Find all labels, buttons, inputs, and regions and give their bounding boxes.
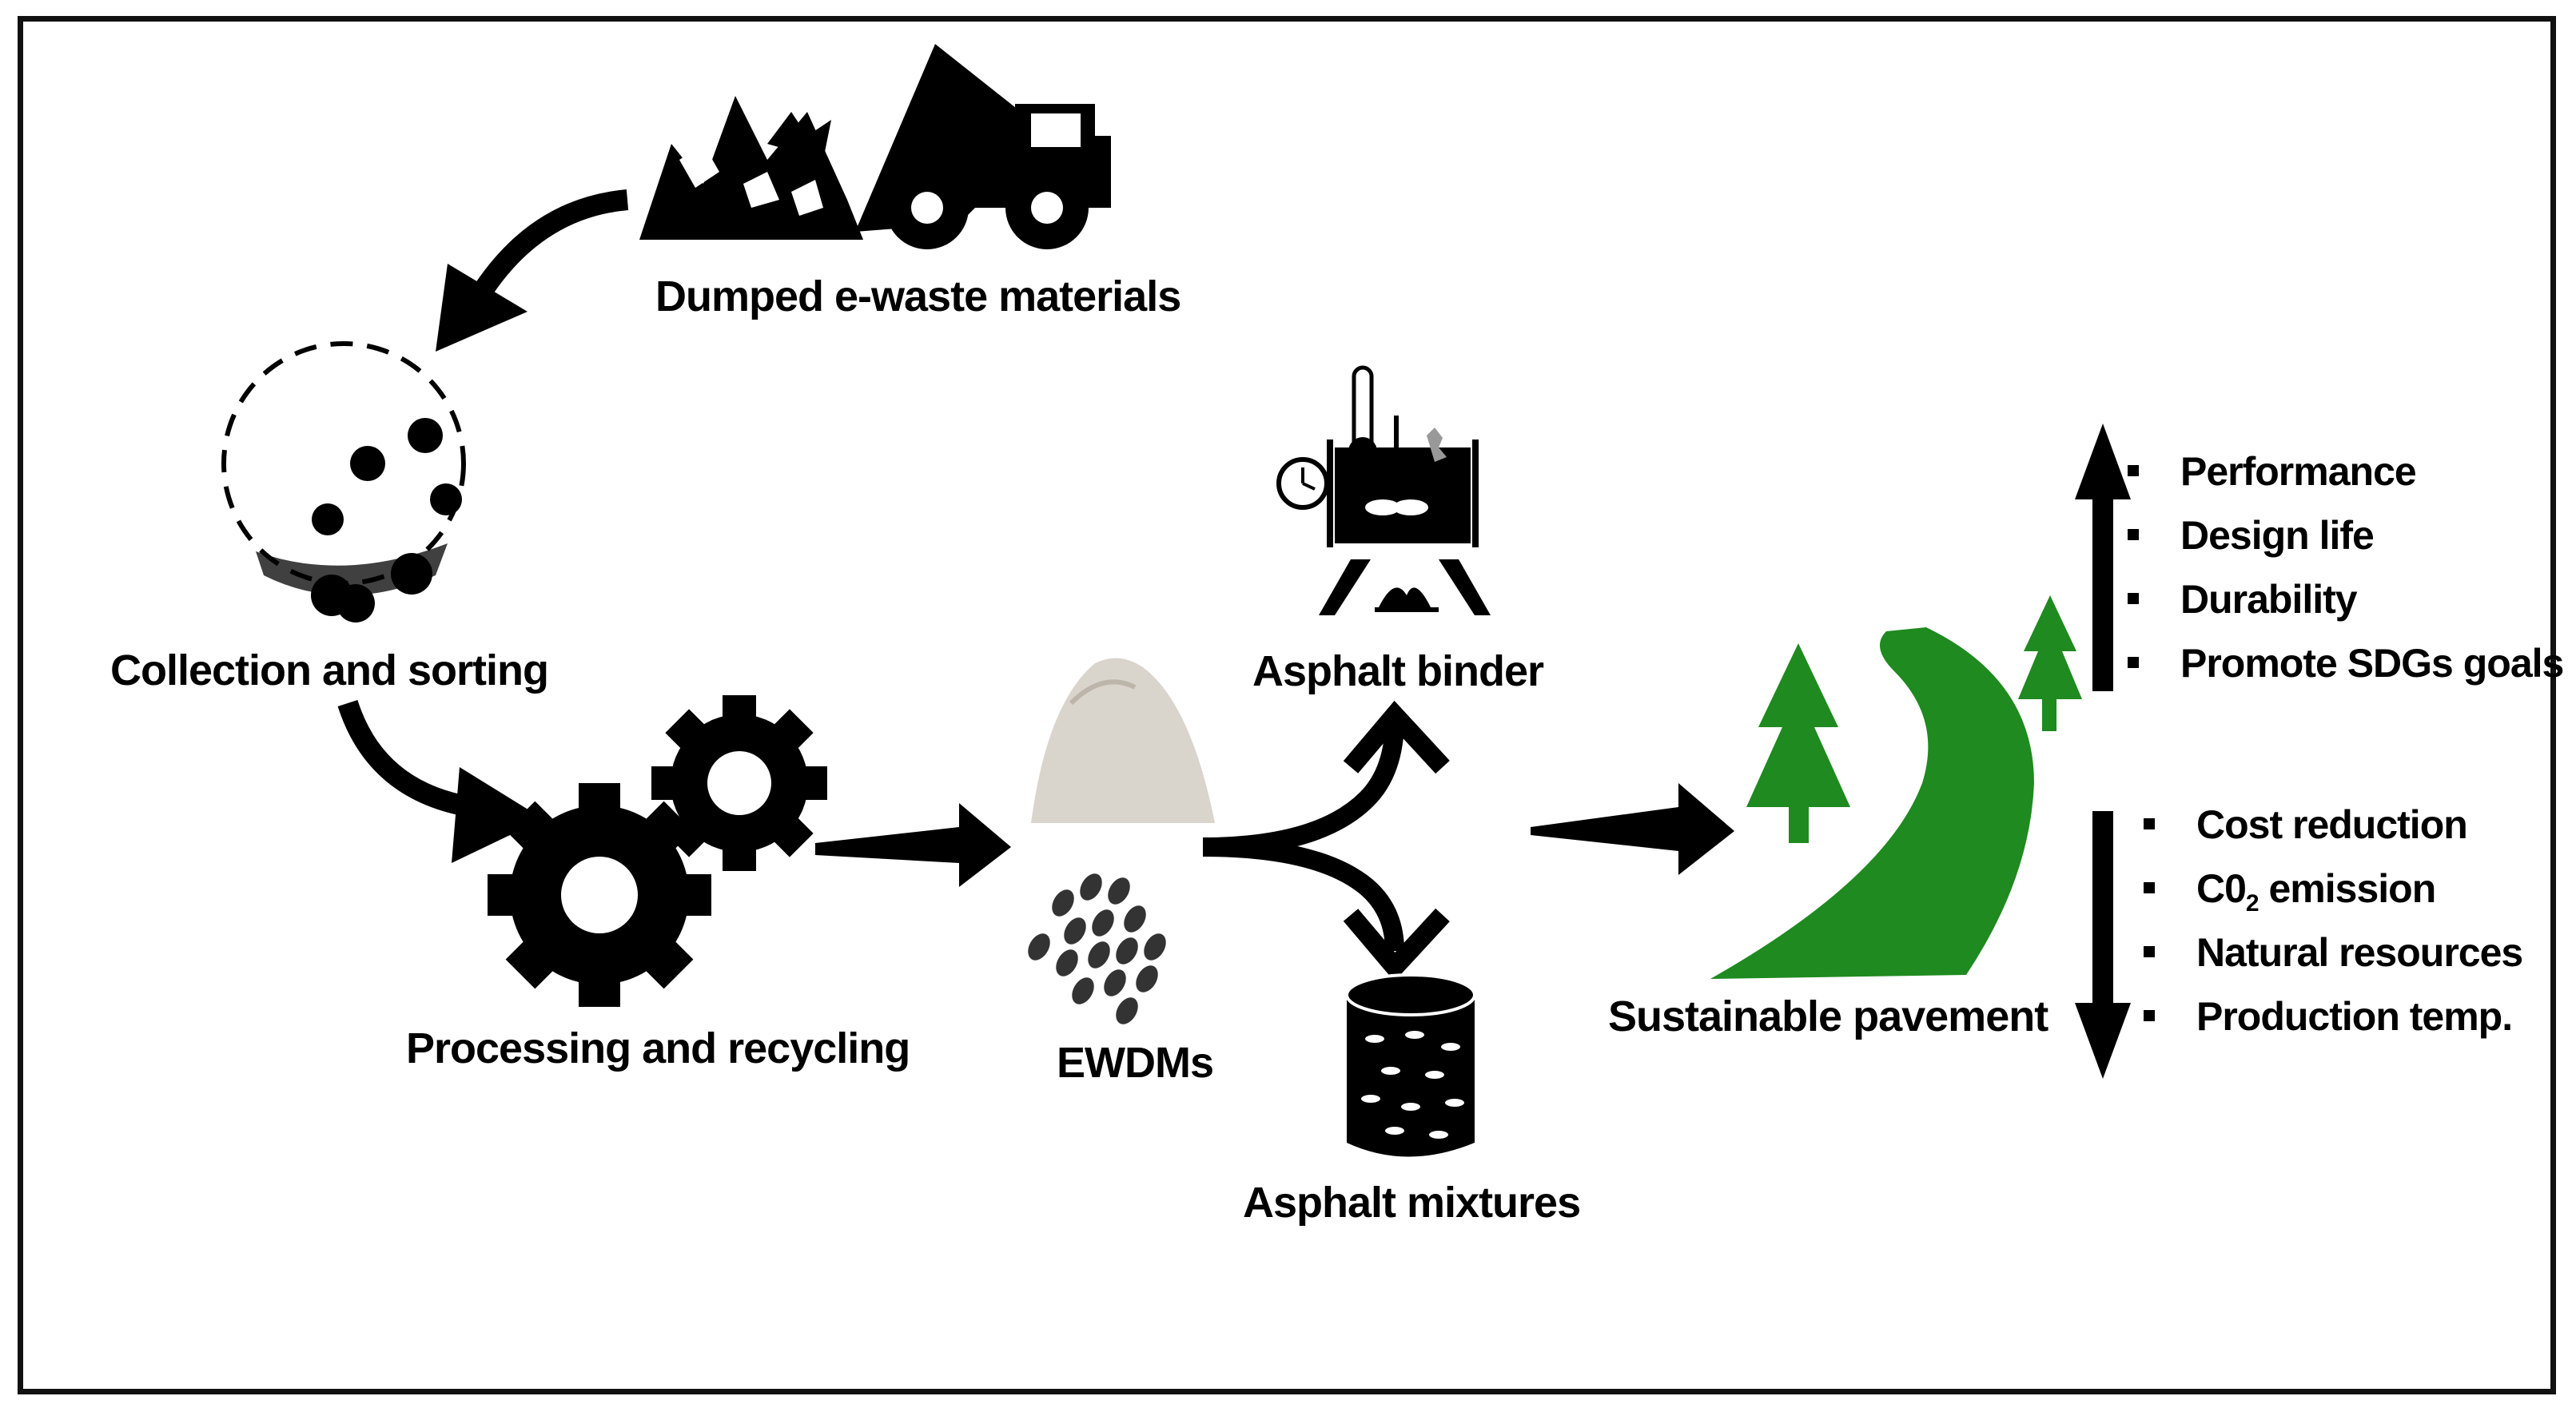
decrease-item: C02 emission [2140,857,2522,921]
processing-recycling-label: Processing and recycling [406,1024,910,1072]
sorting-sieve-icon [221,341,466,622]
granules-icon [1028,873,1166,1024]
decrease-benefits-list: Cost reduction C02 emission Natural reso… [2140,793,2523,1048]
flow-arrow-2-head [452,767,543,863]
flow-arrow-1 [471,189,629,302]
dumped-ewaste-label: Dumped e-waste materials [655,272,1181,320]
increase-item: Performance [2124,440,2563,503]
sustainable-pavement-label: Sustainable pavement [1608,992,2048,1040]
down-arrow-icon [2075,811,2131,1079]
decrease-item: Cost reduction [2140,793,2522,857]
increase-item: Durability [2124,567,2563,631]
flow-arrow-1-head [436,264,528,352]
increase-item: Design life [2124,503,2563,567]
increase-benefits-list: Performance Design life Durability Promo… [2124,440,2564,695]
asphalt-mixtures-label: Asphalt mixtures [1243,1179,1581,1227]
flow-arrow-2 [337,699,474,817]
split-arrow [1202,700,1450,982]
ewdms-label: EWDMs [1057,1039,1214,1087]
increase-item: Promote SDGs goals [2124,631,2564,695]
flow-arrow-4 [1531,783,1734,875]
flow-arrow-3 [815,803,1011,887]
road-icon [1710,627,2034,979]
decrease-item: Natural resources [2140,921,2523,984]
tree-icon [1746,643,1850,843]
asphalt-binder-label: Asphalt binder [1252,647,1544,695]
up-arrow-icon [2075,424,2131,691]
diagram-frame [18,16,2556,1394]
collection-sorting-label: Collection and sorting [110,646,549,694]
powder-pile-icon [1031,658,1215,823]
decrease-item: Production temp. [2140,984,2522,1048]
small-tree-icon [2018,595,2082,731]
drum-icon [1345,973,1476,1157]
heated-mixer-icon [1276,365,1491,615]
dump-truck-icon [639,44,1111,249]
gears-icon [488,695,827,1007]
